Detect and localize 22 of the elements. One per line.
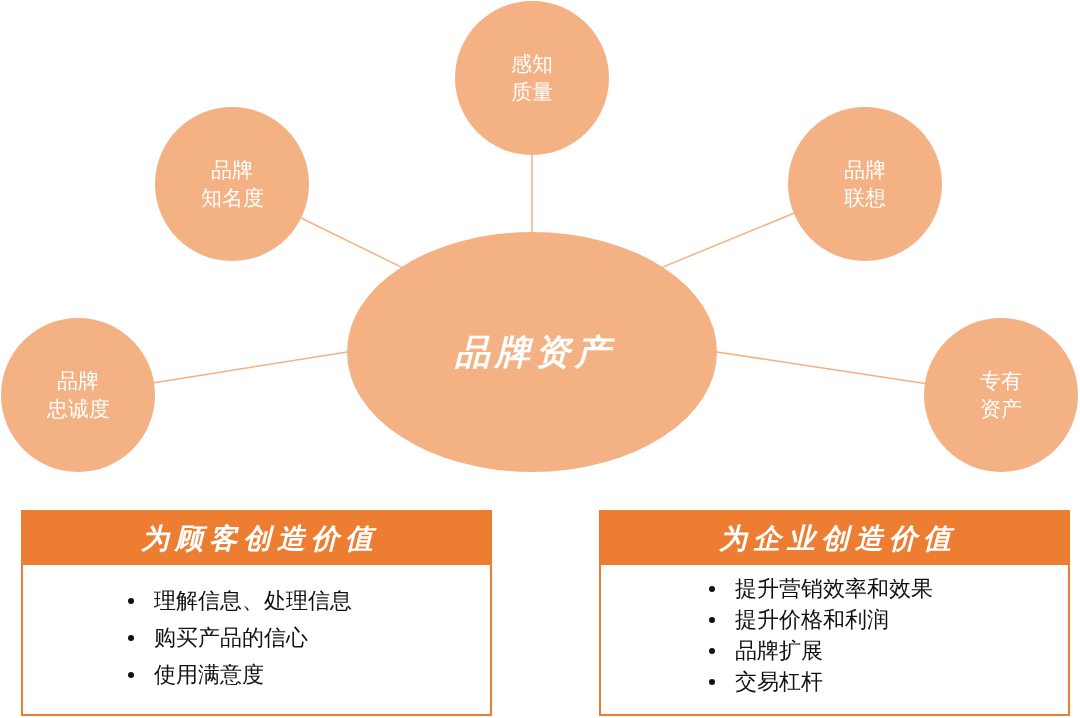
topic-circle: 品牌忠诚度 bbox=[1, 318, 155, 472]
list-item: 提升价格和利润 bbox=[735, 606, 889, 634]
value-panel bbox=[599, 510, 1070, 716]
connector-line bbox=[716, 351, 926, 385]
panel-header: 为顾客创造价值 bbox=[23, 512, 490, 565]
list-item: 使用满意度 bbox=[154, 661, 264, 689]
connector-line bbox=[531, 154, 533, 233]
value-panel bbox=[21, 510, 492, 716]
central-ellipse: 品牌资产 bbox=[347, 232, 717, 472]
topic-circle: 品牌联想 bbox=[788, 107, 942, 261]
list-item: 品牌扩展 bbox=[735, 637, 823, 665]
list-item: 购买产品的信心 bbox=[154, 624, 308, 652]
topic-circle: 感知质量 bbox=[455, 1, 609, 155]
list-item: 交易杠杆 bbox=[735, 668, 823, 696]
connector-line bbox=[300, 217, 402, 268]
topic-circle: 品牌知名度 bbox=[155, 107, 309, 261]
topic-circle: 专有资产 bbox=[924, 318, 1078, 472]
connector-line bbox=[662, 212, 795, 268]
panel-header: 为企业创造价值 bbox=[601, 512, 1068, 565]
connector-line bbox=[153, 351, 348, 384]
list-item: 提升营销效率和效果 bbox=[735, 575, 933, 603]
list-item: 理解信息、处理信息 bbox=[154, 587, 352, 615]
